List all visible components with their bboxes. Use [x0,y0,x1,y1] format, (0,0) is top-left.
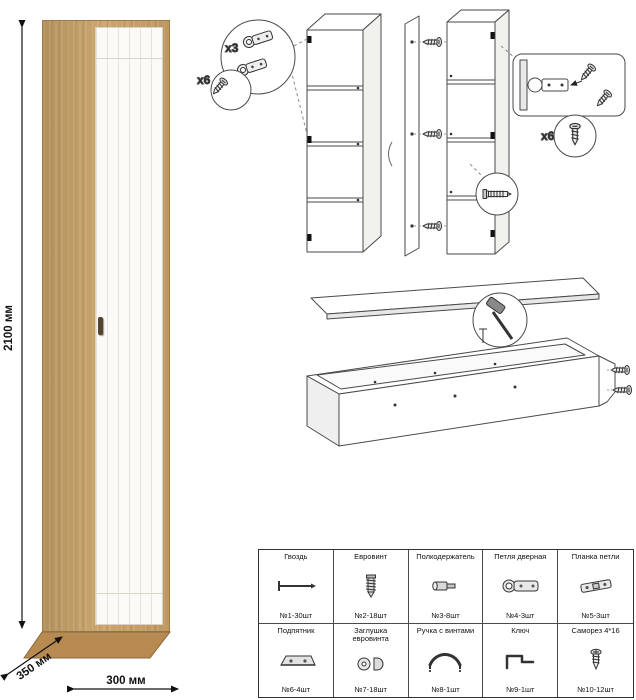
depth-dimension-arrow [0,636,63,681]
part-cell-shelf-support: Полкодержатель №3-8шт [408,550,484,624]
part-qty: №1-30шт [279,610,313,620]
part-name: Подпятник [277,625,315,635]
part-name: Саморез 4*16 [571,625,620,635]
panel-edge-profile [388,141,393,167]
part-cell-euroscrew: Евровинт №2-18шт [333,550,409,624]
part-cell-screw: Саморез 4*16 №10-12шт [558,624,633,698]
shelf-support-icon [432,581,456,591]
part-qty: №2-18шт [354,610,387,620]
carcass-right [446,9,510,255]
door-panel-exploded [404,15,420,257]
part-qty: №8-1шт [431,685,460,694]
screw-icon [590,648,602,671]
screw-count-left-label: x6 [197,73,211,87]
cabinet-door [95,27,163,625]
screw-callout-right: x6 [541,114,597,158]
screw-callout-left: x6 [197,69,252,111]
part-cell-key: Ключ №9-1шт [483,623,559,697]
height-dimension-label: 2100 мм [3,305,15,351]
door-handle [98,317,103,335]
screw-count-right-label: x6 [541,129,555,143]
hinge-count-label: x3 [225,41,239,55]
hinge-plate-icon [579,579,612,593]
mounting-screws [414,37,451,231]
part-qty: №4-3шт [506,610,535,620]
euroscrew-icon [365,574,376,599]
part-qty: №9-1шт [506,685,535,694]
assembly-diagram: x3 x6 [197,9,632,447]
part-name: Ручка с винтами [416,625,475,635]
part-name: Гвоздь [284,552,308,561]
handle-icon [428,653,462,673]
dimension-overlay: 2100 мм 350 мм 300 мм [0,20,179,693]
part-name: Полкодержатель [416,552,475,561]
nail-icon [277,581,316,592]
part-name: Планка петли [571,552,620,561]
key-icon [506,654,535,670]
part-qty: №3-8шт [431,610,460,620]
part-name: Петля дверная [494,552,547,561]
door-top-rail [96,58,162,59]
part-cell-hinge-plate: Планка петли №5-3шт [558,550,633,624]
door-bottom-rail [96,593,162,594]
part-cell-door-hinge: Петля дверная №4-3шт [483,550,559,624]
part-name: Евровинт [354,552,388,561]
parts-table: Гвоздь №1-30шт Евровинт №2-18шт Полк [258,549,634,698]
part-name: Заглушка евровинта [352,625,389,644]
part-qty: №10-12шт [577,685,614,694]
part-qty: №7-18шт [354,685,387,694]
part-cell-handle: Ручка с винтами №8-1шт [409,623,484,697]
width-dimension-label: 300 мм [106,675,145,687]
part-cell-cap: Заглушка евровинта №7-18шт [334,623,409,697]
part-qty: №5-3шт [581,610,610,620]
confirmat-callout [468,162,519,216]
carcass-left [306,13,382,253]
part-cell-nail: Гвоздь №1-30шт [259,550,334,624]
hammer-callout [472,292,528,348]
hammer-icon [486,296,506,314]
top-panel [310,277,600,320]
cabinet-front [42,20,170,632]
part-name: Ключ [511,625,530,635]
foot-glide-icon [280,655,316,666]
door-hinge-icon [502,579,539,593]
base-box [306,337,632,447]
hinge-mounting-callout [500,45,626,117]
part-cell-foot: Подпятник №6-4шт [259,623,334,697]
cap-icon [357,657,384,671]
part-qty: №6-4шт [281,685,311,694]
